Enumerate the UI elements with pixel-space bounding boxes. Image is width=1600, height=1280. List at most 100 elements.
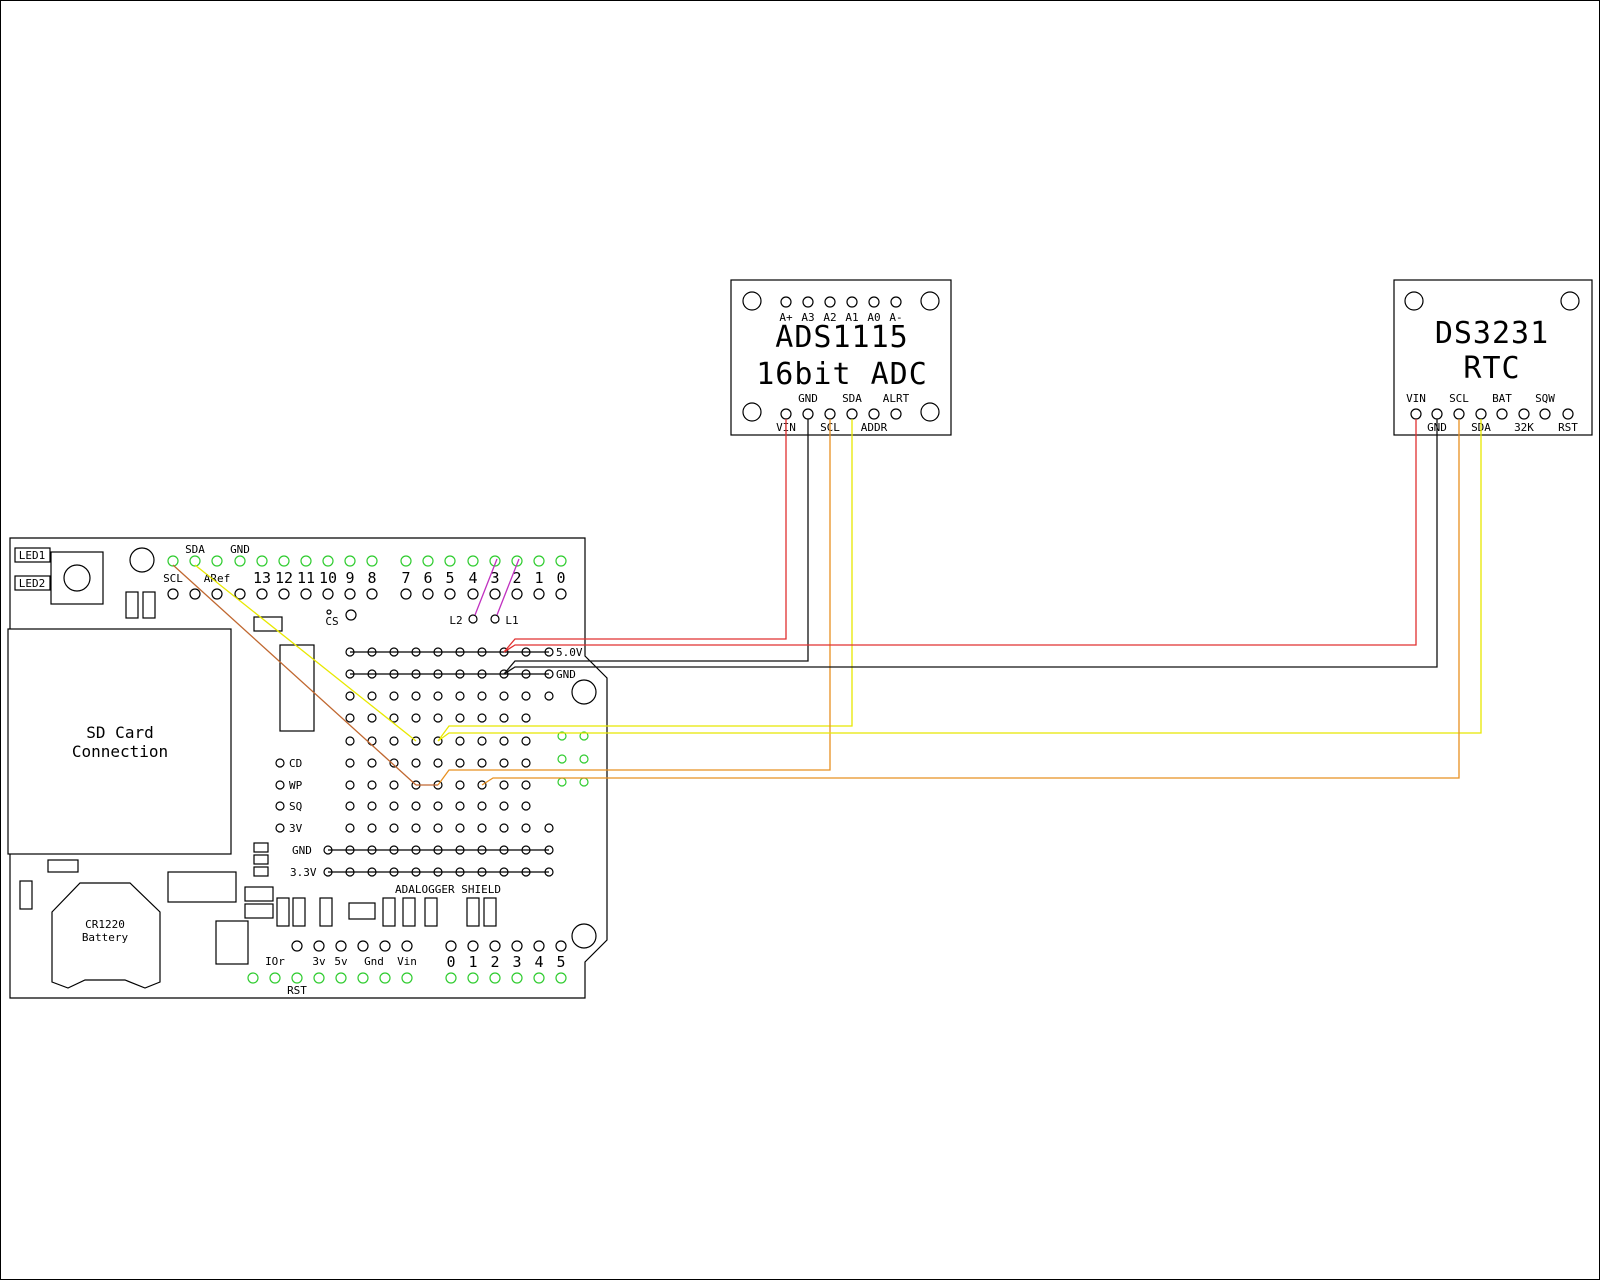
rail-hole — [499, 867, 509, 877]
rail-hole — [345, 845, 355, 855]
header-label-11: 11 — [297, 569, 315, 587]
power-label-3v: 3v — [312, 955, 326, 968]
led1-label: LED1 — [19, 549, 46, 562]
proto-hole — [345, 691, 355, 701]
header-hole — [489, 972, 501, 984]
header-hole — [247, 972, 259, 984]
header-hole — [300, 555, 312, 567]
rail-gnd — [345, 669, 554, 679]
rail-hole — [345, 647, 355, 657]
rail-hole — [433, 647, 443, 657]
reset-button-body — [50, 551, 104, 605]
header-hole — [533, 555, 545, 567]
analog-label-4: 4 — [534, 953, 543, 971]
header-hole — [555, 972, 567, 984]
header-label-8: 8 — [367, 569, 376, 587]
battery-label-line2: Battery — [82, 931, 129, 944]
header-hole — [211, 555, 223, 567]
component-pad — [142, 591, 156, 619]
ads-pin-a-plus: A+ — [779, 311, 793, 324]
proto-green-holes — [557, 731, 589, 787]
rail-hole — [367, 867, 377, 877]
power-label-ior: IOr — [265, 955, 285, 968]
header-label-13: 13 — [253, 569, 271, 587]
rail-hole — [455, 647, 465, 657]
proto-hole — [411, 691, 421, 701]
led2-box — [14, 575, 51, 591]
header-hole — [422, 588, 434, 600]
component-pad — [253, 616, 283, 632]
header-hole — [379, 940, 391, 952]
rail-hole — [477, 647, 487, 657]
rail-hole — [477, 845, 487, 855]
rail-hole — [455, 867, 465, 877]
proto-hole — [433, 713, 443, 723]
pin-hole-sqw — [1539, 408, 1551, 420]
rail-hole — [389, 647, 399, 657]
header-label-1: 1 — [534, 569, 543, 587]
side-label-sq: SQ — [289, 800, 302, 813]
component-pad — [466, 897, 480, 927]
proto-hole — [521, 801, 531, 811]
shield-name-label: ADALOGGER SHIELD — [395, 883, 501, 896]
header-hole — [467, 555, 479, 567]
proto-hole — [455, 713, 465, 723]
proto-hole — [411, 823, 421, 833]
power-header-inner-row — [291, 940, 567, 952]
header-hole — [444, 588, 456, 600]
ads1115-module: A+ A3 A2 A1 A0 A- ADS1115 16bit ADC GND … — [730, 279, 952, 436]
proto-hole — [521, 758, 531, 768]
header-hole — [445, 972, 457, 984]
header-hole — [555, 940, 567, 952]
led2-label: LED2 — [19, 577, 46, 590]
wires — [172, 419, 1482, 786]
proto-hole — [499, 736, 509, 746]
header-hole — [167, 588, 179, 600]
rail-hole — [345, 867, 355, 877]
component-pad — [348, 902, 376, 920]
ds-label-bat: BAT — [1492, 392, 1512, 405]
proto-hole — [389, 801, 399, 811]
proto-hole — [411, 713, 421, 723]
rail-hole — [411, 669, 421, 679]
header-hole — [489, 940, 501, 952]
proto-hole — [455, 691, 465, 701]
proto-hole — [367, 801, 377, 811]
header-hole — [344, 588, 356, 600]
proto-hole — [345, 823, 355, 833]
rail-5v-label: 5.0V — [556, 646, 583, 659]
proto-hole — [499, 823, 509, 833]
header-hole — [401, 940, 413, 952]
mount-hole — [571, 923, 597, 949]
ads-label-addr: ADDR — [861, 421, 888, 434]
header-hole — [234, 555, 246, 567]
proto-hole — [389, 736, 399, 746]
header-hole — [511, 972, 523, 984]
power-label-vin: Vin — [397, 955, 417, 968]
wire-ds-scl-orange — [481, 419, 1460, 786]
proto-hole — [433, 758, 443, 768]
header-label-4: 4 — [468, 569, 477, 587]
header-hole — [357, 972, 369, 984]
header-hole — [366, 555, 378, 567]
component-pad — [382, 897, 396, 927]
ds-label-scl: SCL — [1449, 392, 1469, 405]
cs-label: CS — [325, 615, 338, 628]
header-hole — [467, 972, 479, 984]
ds-label-32k: 32K — [1514, 421, 1534, 434]
rst-label: RST — [287, 984, 307, 997]
header-hole — [269, 972, 281, 984]
proto-hole — [477, 823, 487, 833]
ads1115-title: ADS1115 — [775, 320, 908, 355]
proto-hole — [544, 691, 554, 701]
proto-hole — [499, 801, 509, 811]
proto-hole — [477, 780, 487, 790]
wp-hole — [275, 780, 285, 790]
rail-hole — [521, 845, 531, 855]
cd-hole — [275, 758, 285, 768]
proto-hole — [521, 780, 531, 790]
ads1115-board — [730, 279, 952, 436]
header-label-gnd: GND — [230, 543, 250, 556]
ads1115-top-pin-holes — [780, 296, 902, 308]
